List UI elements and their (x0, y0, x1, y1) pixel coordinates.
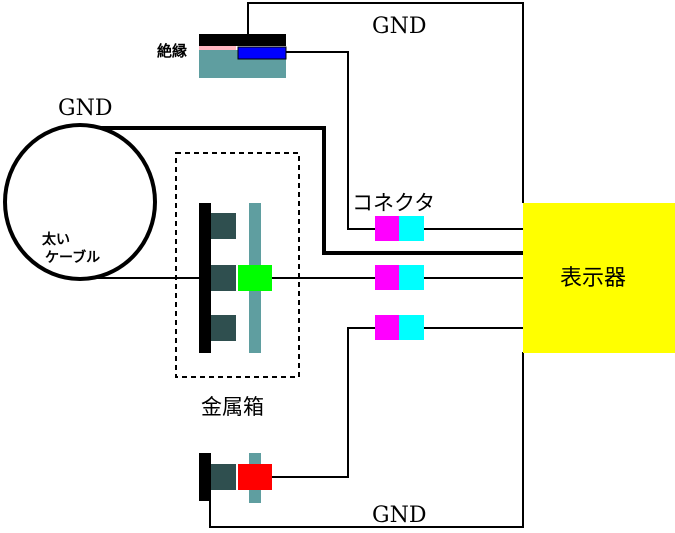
thick-gnd-cable (100, 126, 523, 255)
metal-box-label: 金属箱 (201, 395, 264, 419)
gnd-wire-top (247, 2, 524, 203)
thick-cable-label-line1: 太い (42, 231, 70, 248)
ground-plate (199, 203, 211, 353)
insulation-blue-layer (237, 46, 287, 60)
insulation-top-bar (199, 34, 286, 46)
insulation-pink-layer (199, 46, 236, 50)
connector-2-socket (399, 265, 424, 290)
bottom-component (199, 453, 272, 503)
connector-2-plug (375, 265, 399, 290)
thick-cable-loop (3, 123, 157, 281)
thick-cable-label-line2: ケーブル (45, 249, 100, 266)
metal-box-outline (175, 152, 300, 378)
insulation-block (199, 34, 287, 78)
bottom-block (211, 464, 236, 490)
block-middle (211, 265, 236, 291)
green-component (238, 265, 272, 291)
connector-1-socket (399, 216, 424, 241)
connector-label: コネクタ (352, 191, 435, 215)
insulation-label: 絶縁 (157, 42, 187, 60)
connector-3-plug (375, 315, 399, 340)
gnd-label-top: GND (372, 14, 426, 39)
bottom-ground-plate (199, 453, 211, 501)
signal-wire-insulated (285, 51, 375, 230)
red-component (238, 464, 272, 490)
display-box (523, 203, 675, 353)
connector-1-plug (375, 216, 399, 241)
block-bottom (211, 315, 236, 341)
gnd-label-left: GND (58, 96, 112, 121)
gnd-label-bottom: GND (372, 503, 426, 528)
connectors (375, 216, 424, 340)
metal-box-components (199, 203, 272, 353)
block-top (211, 213, 236, 239)
gnd-wire-bottom (209, 352, 524, 528)
connector-3-socket (399, 315, 424, 340)
signal-wire-lower (272, 327, 375, 478)
display-label: 表示器 (560, 266, 626, 291)
wires (80, 2, 524, 528)
